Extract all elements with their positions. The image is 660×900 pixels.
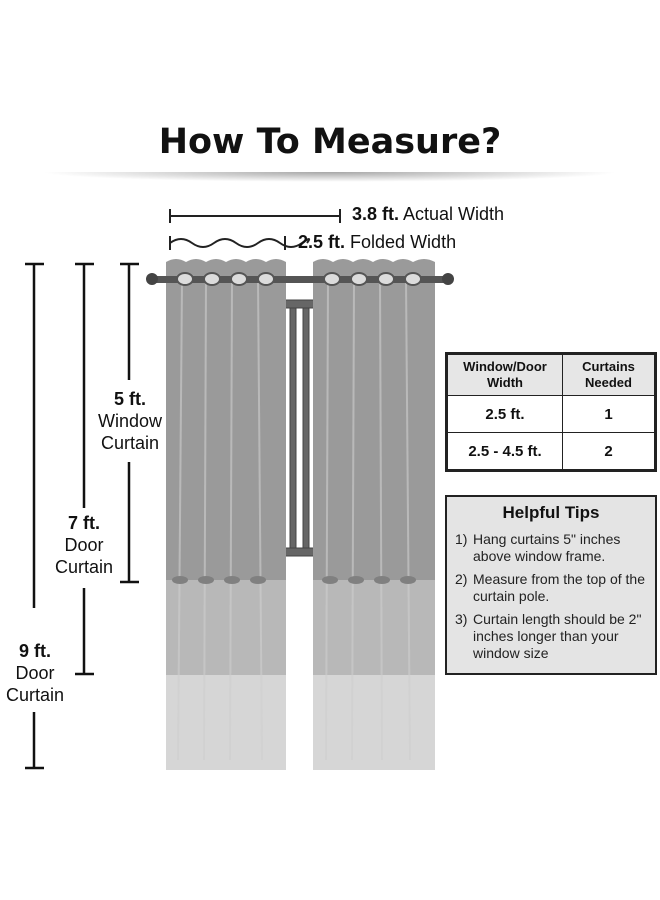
folded-width-value: 2.5 ft. <box>298 232 346 252</box>
actual-width-marker <box>169 209 341 223</box>
right-curtain <box>313 270 435 770</box>
table-row: 2.5 - 4.5 ft. 2 <box>446 432 655 470</box>
length-label-door-9: 9 ft. Door Curtain <box>0 640 70 706</box>
length-text-line1: Door <box>15 663 55 683</box>
tip-number: 1) <box>455 531 468 547</box>
folded-width-marker <box>169 236 311 250</box>
table-cell-width: 2.5 - 4.5 ft. <box>446 432 564 470</box>
tip-number: 2) <box>455 571 468 587</box>
helpful-tips-box: Helpful Tips 1) Hang curtains 5" inches … <box>445 495 657 675</box>
length-text-line1: Door <box>64 535 104 555</box>
folded-width-label: 2.5 ft. Folded Width <box>298 232 456 253</box>
actual-width-label: 3.8 ft. Actual Width <box>352 204 504 225</box>
tip-number: 3) <box>455 611 468 627</box>
length-value: 9 ft. <box>18 641 51 661</box>
tip-text: Measure from the top of the curtain pole… <box>473 571 645 604</box>
length-markers <box>25 262 139 770</box>
folded-width-text: Folded Width <box>350 232 457 252</box>
length-text-line2: Curtain <box>100 433 160 453</box>
length-label-window: 5 ft. Window Curtain <box>90 388 170 454</box>
actual-width-value: 3.8 ft. <box>352 204 400 224</box>
table-cell-width: 2.5 ft. <box>446 395 564 433</box>
curtains-needed-table: Window/Door Width Curtains Needed 2.5 ft… <box>445 352 657 472</box>
curtain-rod <box>146 259 454 286</box>
tip-text: Hang curtains 5" inches above window fra… <box>473 531 621 564</box>
length-text-line1: Window <box>97 411 163 431</box>
table-cell-count: 1 <box>562 395 655 433</box>
window-frame <box>281 299 317 557</box>
length-label-door-7: 7 ft. Door Curtain <box>44 512 124 578</box>
tip-text: Curtain length should be 2" inches longe… <box>473 611 642 661</box>
tip-item: 2) Measure from the top of the curtain p… <box>455 571 647 605</box>
length-value: 5 ft. <box>113 389 146 409</box>
tip-item: 3) Curtain length should be 2" inches lo… <box>455 611 647 662</box>
length-text-line2: Curtain <box>54 557 114 577</box>
left-curtain <box>166 270 286 770</box>
title-underline-shadow <box>40 172 620 182</box>
table-row: 2.5 ft. 1 <box>446 395 655 433</box>
table-header-width: Window/Door Width <box>446 354 564 396</box>
tip-item: 1) Hang curtains 5" inches above window … <box>455 531 647 565</box>
table-header-curtains: Curtains Needed <box>562 354 655 396</box>
length-text-line2: Curtain <box>5 685 65 705</box>
tips-title: Helpful Tips <box>502 503 600 522</box>
actual-width-text: Actual Width <box>403 204 505 224</box>
table-cell-count: 2 <box>562 432 655 470</box>
page-title: How To Measure? <box>158 122 502 162</box>
length-value: 7 ft. <box>67 513 100 533</box>
